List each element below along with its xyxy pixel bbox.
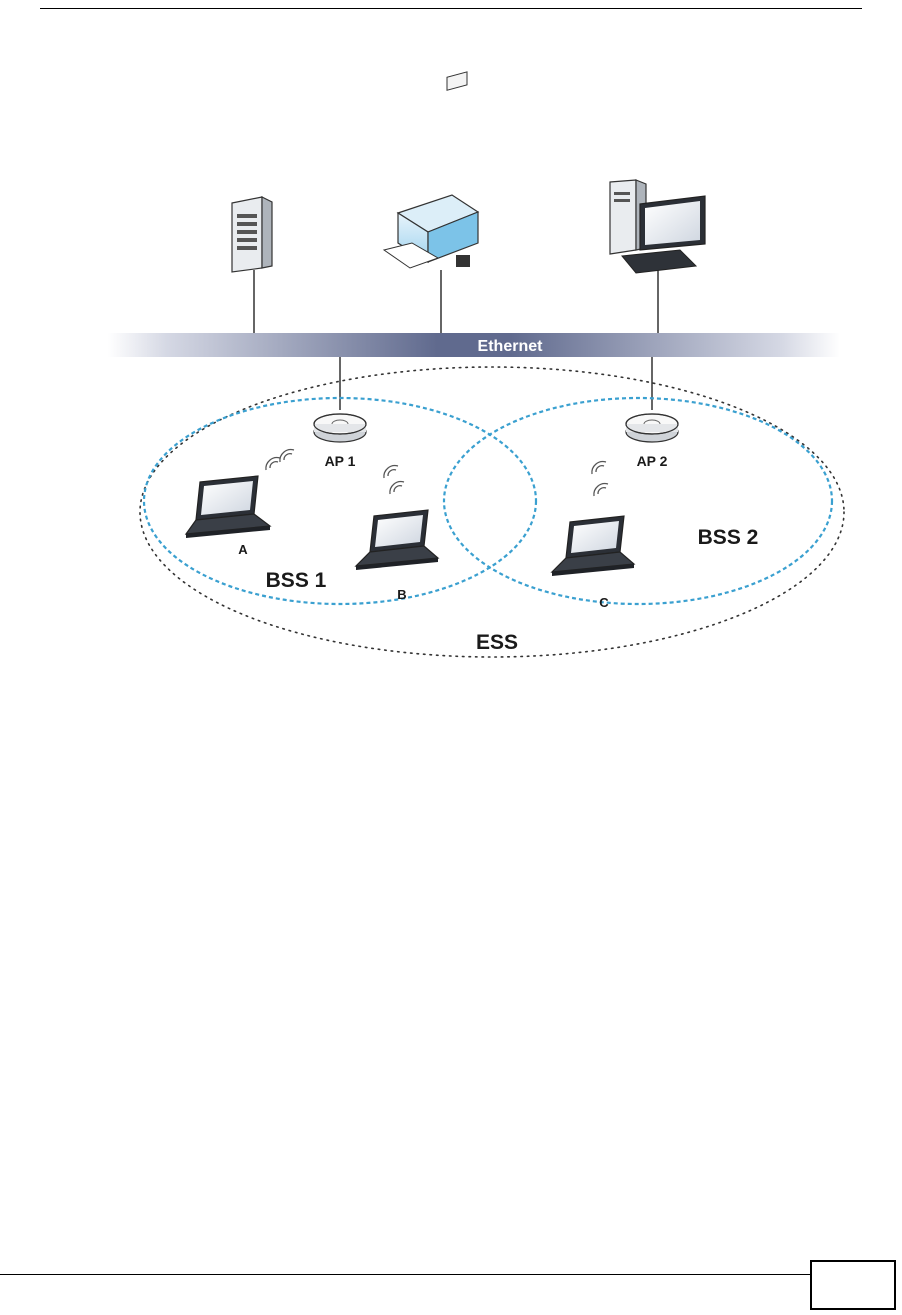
- client-b-label: B: [397, 587, 406, 602]
- desktop-computer-icon: [610, 180, 705, 273]
- printer-icon: [384, 72, 478, 268]
- access-point-1-icon: [314, 414, 366, 442]
- bss2-label: BSS 2: [698, 526, 759, 549]
- ap1-label: AP 1: [325, 453, 356, 469]
- wireless-signal-icon: [266, 450, 608, 496]
- client-c-label: C: [599, 595, 609, 610]
- client-a-label: A: [238, 542, 248, 557]
- access-point-2-icon: [626, 414, 678, 442]
- footer-rule: [0, 1274, 810, 1275]
- server-icon: [232, 197, 272, 272]
- laptop-a-icon: [186, 476, 270, 538]
- bss1-label: BSS 1: [266, 569, 327, 592]
- ess-label: ESS: [476, 631, 518, 654]
- ap2-label: AP 2: [637, 453, 668, 469]
- ethernet-label: Ethernet: [478, 338, 544, 355]
- page-number: [810, 1260, 896, 1310]
- laptop-b-icon: [356, 510, 438, 570]
- ethernet-bus: Ethernet: [108, 333, 840, 357]
- laptop-c-icon: [552, 516, 634, 576]
